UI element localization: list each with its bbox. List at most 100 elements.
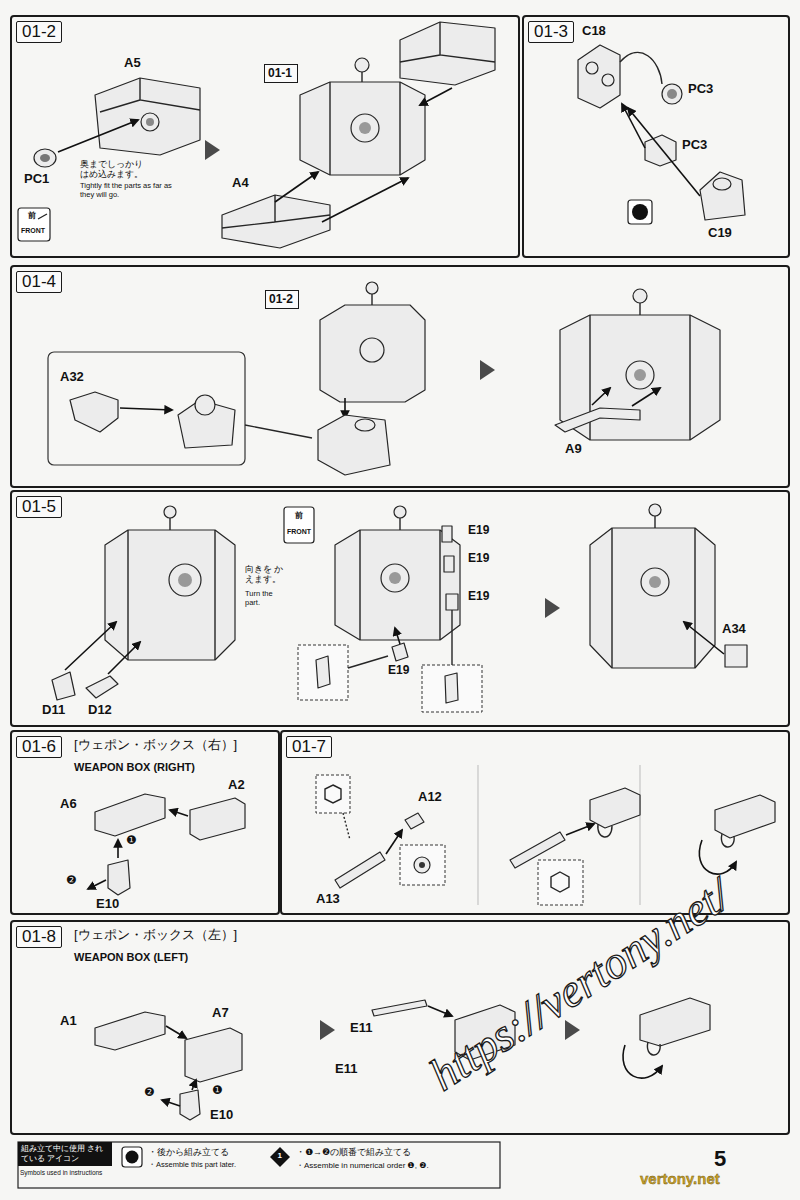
part-callout: C19 <box>708 226 732 241</box>
step-01-5-art <box>399 518 400 530</box>
step-01-6-art <box>88 880 106 889</box>
part-callout: E19 <box>468 552 489 566</box>
legend-text: ・Assemble this part later. <box>148 1161 236 1170</box>
step-number: 01-7 <box>286 736 332 758</box>
step-01-5-art <box>649 504 661 516</box>
step-01-5-art <box>381 564 409 592</box>
step-01-2-art <box>34 149 56 167</box>
step-01-4-art <box>371 294 372 305</box>
step-01-2-art <box>222 195 330 228</box>
front-icon-ja: 前 <box>295 511 303 520</box>
step-01-2-art <box>18 208 50 241</box>
step-01-4-art <box>48 282 720 475</box>
part-callout: PC3 <box>682 138 707 153</box>
part-callout: A9 <box>565 442 582 457</box>
step-01-4-art <box>590 315 690 440</box>
subassembly-tag: 01-1 <box>264 64 298 83</box>
part-callout: A7 <box>212 1006 229 1021</box>
legend-text: ・Assemble in numerical order ❶, ❷. <box>296 1161 429 1170</box>
note-en: Turn the part. <box>245 590 283 607</box>
step-01-2-art <box>146 118 154 126</box>
step-01-4-art <box>633 289 647 303</box>
part-callout: A34 <box>722 622 746 637</box>
legend-heading: 組み立て中に使用 されている アイコンSymbols used in instr… <box>18 1142 112 1166</box>
step-01-5-art <box>284 507 314 543</box>
step-01-4-art <box>195 395 215 415</box>
step-01-4-art <box>120 408 172 410</box>
step-01-5-art <box>105 530 235 660</box>
step-01-7-art <box>386 830 402 854</box>
step-01-5-art <box>52 672 75 700</box>
step-01-4-art <box>366 282 378 294</box>
step-01-5-art <box>389 572 401 584</box>
step-01-5-art <box>86 676 118 698</box>
step-01-6-art <box>190 798 245 840</box>
front-icon-ja: 前 <box>28 211 36 220</box>
watermark: vertony.net <box>640 1170 720 1187</box>
step-01-3-art <box>586 62 598 74</box>
step-01-4-art <box>70 392 118 432</box>
step-01-5-art <box>394 506 406 518</box>
step-01-4-art <box>318 415 390 475</box>
order-number: ❶ <box>126 834 137 848</box>
step-panel: 01-6 [ウェポン・ボックス（右）] WEAPON BOX (RIGHT) <box>10 730 280 915</box>
step-panel: 01-5 <box>10 490 790 727</box>
step-01-5-art <box>298 645 348 700</box>
step-01-8-art <box>185 1028 242 1082</box>
step-01-6-art <box>117 840 119 858</box>
step-01-5-art <box>445 673 458 703</box>
part-callout: PC1 <box>24 172 49 187</box>
part-callout: A2 <box>228 778 245 793</box>
step-number: 01-6 <box>16 736 62 758</box>
step-01-5-art <box>128 530 215 660</box>
step-01-2-art <box>100 78 200 112</box>
front-icon-en: FRONT <box>287 528 311 536</box>
part-callout: PC3 <box>688 82 713 97</box>
step-01-5-art <box>612 528 695 668</box>
step-01-8-art <box>162 1100 180 1106</box>
symbol-legend-art <box>18 1142 500 1188</box>
subassembly-tag: 01-2 <box>265 290 299 309</box>
step-01-5-art <box>444 556 454 572</box>
step-01-5-art <box>164 506 176 518</box>
step-01-2-art <box>361 71 362 82</box>
part-callout: D12 <box>88 703 112 718</box>
step-01-3-art <box>713 178 731 190</box>
step-01-7-art <box>566 824 594 835</box>
step-title-ja: [ウェポン・ボックス（右）] <box>74 737 237 753</box>
step-01-2-art <box>300 82 425 175</box>
step-01-7-art <box>721 834 734 847</box>
symbol-legend-art <box>126 1151 139 1164</box>
step-01-2-art <box>420 88 452 105</box>
step-01-2-art <box>322 178 408 222</box>
step-01-5-art <box>422 665 482 712</box>
step-01-7-art <box>715 795 775 838</box>
step-01-4-art <box>480 360 495 380</box>
legend-text: ・後から組み立てる <box>148 1147 229 1157</box>
step-01-2-art <box>141 113 159 131</box>
step-01-4-art <box>48 352 245 465</box>
step-01-3-art <box>602 74 614 86</box>
legend-text: ・❶→❷の順番で組み立てる <box>296 1147 411 1157</box>
step-title-en: WEAPON BOX (RIGHT) <box>74 761 195 774</box>
legend-heading-en: Symbols used in instructions <box>20 1169 102 1177</box>
step-01-2-art <box>95 78 200 155</box>
step-01-3-art <box>620 53 662 84</box>
order-number: ❷ <box>144 1086 155 1100</box>
step-01-5-art <box>65 622 116 670</box>
step-01-8-art <box>95 1012 165 1050</box>
step-01-4-art <box>360 338 384 362</box>
step-01-4-art <box>355 419 375 431</box>
step-01-5-art <box>395 628 400 644</box>
step-01-8-art <box>166 1026 186 1038</box>
step-01-7-art <box>325 785 341 803</box>
step-01-7-art <box>478 765 479 905</box>
step-01-5-art <box>451 610 452 665</box>
step-01-2-art <box>38 214 47 219</box>
step-01-5-art <box>649 576 661 588</box>
step-title-en: WEAPON BOX (LEFT) <box>74 951 188 964</box>
part-callout: E10 <box>210 1108 233 1123</box>
part-callout: A32 <box>60 370 84 385</box>
